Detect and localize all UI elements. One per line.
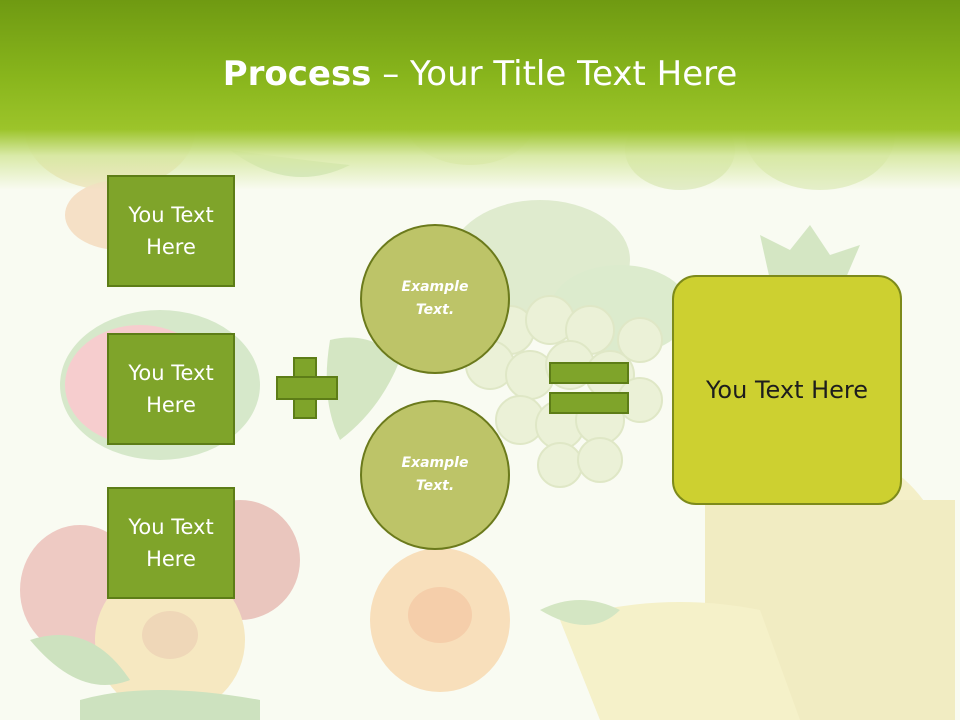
equals-icon-bottom-bar	[549, 392, 629, 414]
equals-icon-top-bar	[549, 362, 629, 384]
title-rest: – Your Title Text Here	[371, 54, 738, 94]
example-circle-2: Example Text.	[360, 400, 510, 550]
input-box-1: You Text Here	[107, 175, 235, 287]
title-bold: Process	[222, 54, 372, 94]
title-header-band	[0, 0, 960, 190]
plus-icon-core	[295, 378, 315, 398]
example-circle-label: Example Text.	[401, 279, 469, 318]
result-box: You Text Here	[672, 275, 902, 505]
slide-title: Process – Your Title Text Here	[0, 52, 960, 96]
input-box-label: You Text Here	[128, 361, 214, 417]
result-box-label: You Text Here	[705, 376, 869, 404]
input-box-3: You Text Here	[107, 487, 235, 599]
example-circle-label: Example Text.	[401, 455, 469, 494]
input-box-label: You Text Here	[128, 515, 214, 571]
example-circle-1: Example Text.	[360, 224, 510, 374]
input-box-label: You Text Here	[128, 203, 214, 259]
input-box-2: You Text Here	[107, 333, 235, 445]
